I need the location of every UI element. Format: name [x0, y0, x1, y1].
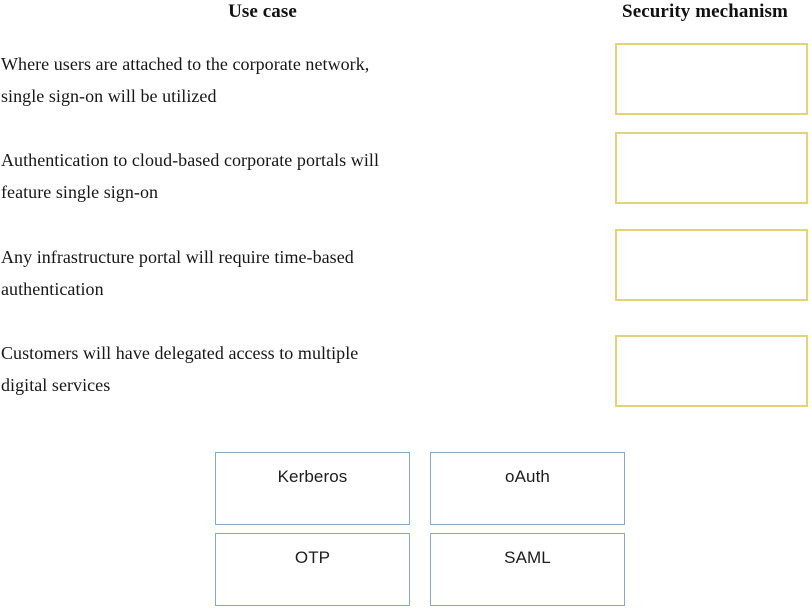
answer-choice-otp[interactable]: OTP — [215, 533, 410, 606]
use-case-row-2: Authentication to cloud-based corporate … — [1, 144, 601, 208]
column-header-use-case: Use case — [228, 1, 297, 22]
column-header-security-mechanism: Security mechanism — [622, 1, 788, 22]
use-case-row-4: Customers will have delegated access to … — [1, 337, 601, 401]
answer-choice-kerberos[interactable]: Kerberos — [215, 452, 410, 525]
answer-choice-label: SAML — [504, 548, 551, 567]
use-case-row-1: Where users are attached to the corporat… — [1, 48, 601, 112]
use-case-row-4-line-2: digital services — [1, 375, 111, 395]
use-case-row-3: Any infrastructure portal will require t… — [1, 241, 601, 305]
use-case-row-3-line-2: authentication — [1, 279, 104, 299]
use-case-row-1-line-2: single sign-on will be utilized — [1, 86, 217, 106]
answer-choice-label: oAuth — [505, 467, 550, 486]
use-case-row-3-line-1: Any infrastructure portal will require t… — [1, 247, 354, 267]
use-case-row-2-line-1: Authentication to cloud-based corporate … — [1, 150, 379, 170]
answer-choice-label: Kerberos — [277, 467, 348, 486]
answer-choice-saml[interactable]: SAML — [430, 533, 625, 606]
answer-choice-label: OTP — [294, 548, 331, 567]
answer-choice-oauth[interactable]: oAuth — [430, 452, 625, 525]
drop-target-row-2[interactable] — [615, 132, 808, 204]
drop-target-row-1[interactable] — [615, 43, 808, 115]
use-case-row-1-line-1: Where users are attached to the corporat… — [1, 54, 370, 74]
drop-target-row-3[interactable] — [615, 229, 808, 301]
use-case-row-2-line-2: feature single sign-on — [1, 182, 159, 202]
drop-target-row-4[interactable] — [615, 335, 808, 407]
use-case-row-4-line-1: Customers will have delegated access to … — [1, 343, 359, 363]
